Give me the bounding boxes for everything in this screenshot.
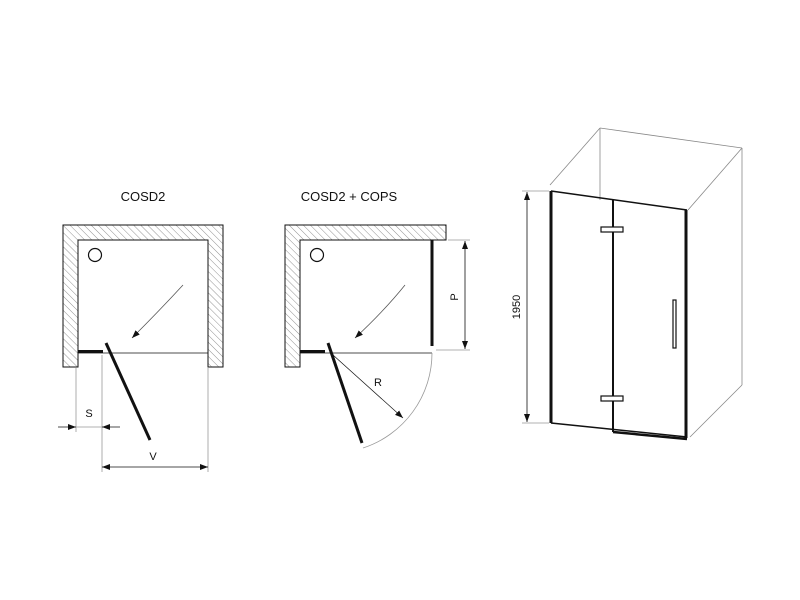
dim-v-label: V [149, 451, 157, 463]
cosd2-cops-plan: COSD2 + COPS R P [284, 189, 470, 449]
room-box [549, 127, 743, 438]
door-panel [104, 342, 152, 441]
door-handle [672, 299, 677, 349]
swing-arrow [354, 284, 406, 339]
drain [87, 247, 103, 263]
swing-arrow [131, 284, 184, 339]
dim-r-label: R [374, 377, 382, 389]
drain [309, 247, 325, 263]
wall [62, 224, 224, 368]
dim-p-label: P [449, 293, 461, 300]
hinge-top [600, 226, 624, 233]
dim-height-label: 1950 [511, 295, 523, 319]
dim-s-label: S [85, 408, 92, 420]
swing-arc [362, 352, 433, 449]
cosd2-title: COSD2 [121, 189, 166, 204]
shower-3d-view: 1950 [511, 127, 743, 441]
cosd2-plan: COSD2 S V [58, 189, 224, 472]
cosd2-cops-title: COSD2 + COPS [301, 189, 398, 204]
wall [284, 224, 447, 368]
door-panel [326, 342, 364, 444]
hinge-bottom [600, 395, 624, 402]
